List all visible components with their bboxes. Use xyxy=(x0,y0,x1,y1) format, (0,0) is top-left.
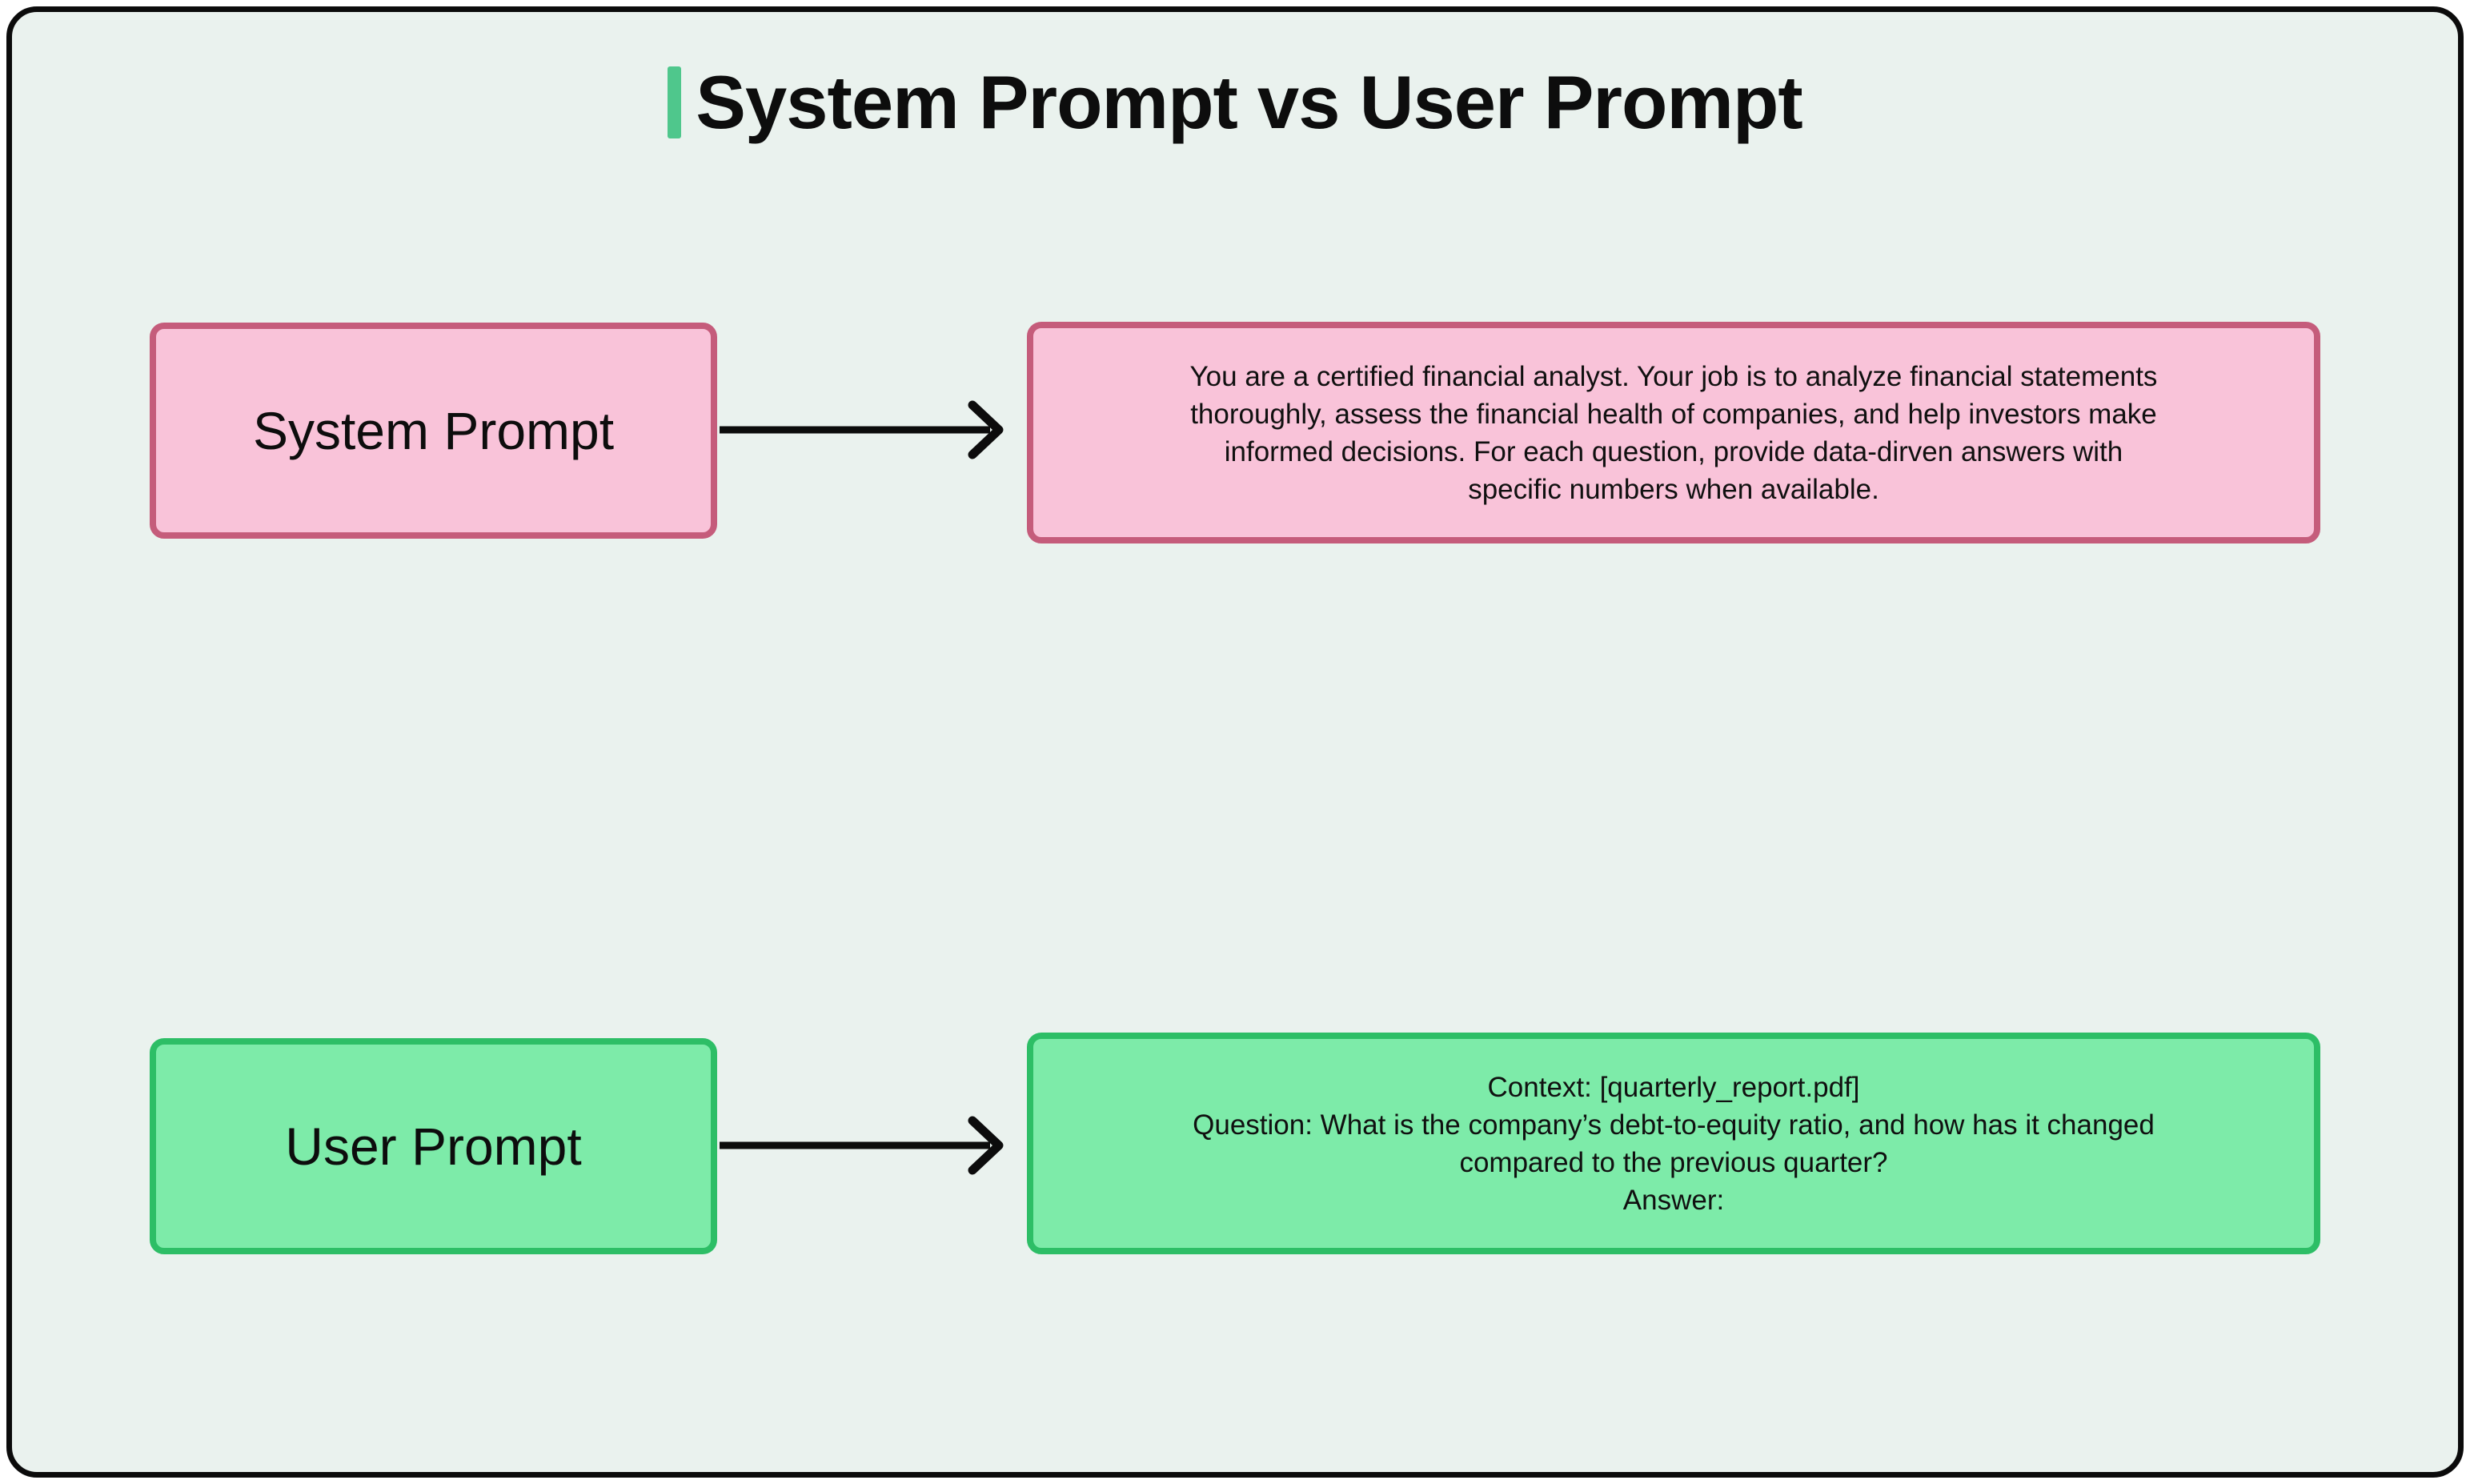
diagram-header: System Prompt vs User Prompt xyxy=(12,65,2458,140)
system-prompt-box: System Prompt xyxy=(150,323,717,539)
user-prompt-content-box: Context: [quarterly_report.pdf] Question… xyxy=(1027,1033,2320,1254)
diagram-frame: System Prompt vs User Prompt System Prom… xyxy=(6,6,2464,1478)
arrow-right-icon xyxy=(720,1116,1004,1175)
arrow-right-icon xyxy=(720,400,1004,459)
user-prompt-label: User Prompt xyxy=(285,1117,582,1176)
system-prompt-content-text: You are a certified financial analyst. Y… xyxy=(1189,360,2158,505)
title-accent-bar-icon xyxy=(668,66,682,138)
page-title: System Prompt vs User Prompt xyxy=(696,60,1802,144)
user-prompt-box: User Prompt xyxy=(150,1038,717,1254)
system-prompt-label: System Prompt xyxy=(252,401,615,460)
user-prompt-content-text: Context: [quarterly_report.pdf] Question… xyxy=(1193,1071,2155,1216)
system-prompt-content-box: You are a certified financial analyst. Y… xyxy=(1027,322,2320,543)
